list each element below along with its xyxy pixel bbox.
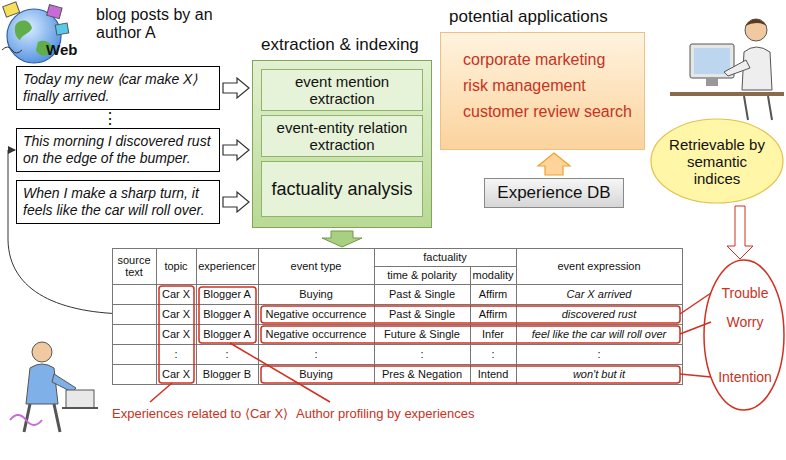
- table-cell: Car X arrived: [517, 285, 681, 303]
- table-cell: source text: [113, 249, 155, 283]
- table-cell: modality: [471, 267, 515, 283]
- table-cell: discovered rust: [517, 305, 681, 323]
- table-cell: time & polarity: [375, 267, 469, 283]
- table-cell: Intend: [471, 365, 515, 383]
- block-arrow: [538, 153, 570, 175]
- table-cell: Car X: [157, 305, 195, 323]
- label: Experiences related to ⟨Car X⟩: [112, 404, 312, 422]
- table-cell: Car X: [157, 325, 195, 343]
- blog-post-box: When I make a sharp turn, it feels like …: [16, 180, 220, 224]
- node-text: event mention extraction: [268, 73, 416, 107]
- table-cell: event type: [259, 249, 373, 283]
- process-box: factuality analysis: [261, 161, 423, 217]
- table-cell: factuality: [375, 249, 515, 265]
- label: Web: [46, 40, 90, 60]
- label: ⋮: [100, 109, 120, 129]
- table-cell: :: [375, 345, 469, 363]
- person-at-computer: [670, 19, 784, 120]
- down-arrow: [727, 206, 753, 259]
- table-cell: Car X: [157, 365, 195, 383]
- table-cell: Negative occurrence: [259, 325, 373, 343]
- table-cell: feel like the car will roll over: [517, 325, 681, 343]
- label: Author profiling by experiences: [296, 404, 526, 422]
- table-cell: won't but it: [517, 365, 681, 383]
- node-text: event-entity relation extraction: [268, 119, 416, 153]
- table-cell: Car X: [157, 285, 195, 303]
- label: Worry: [712, 313, 778, 331]
- table-cell: topic: [157, 249, 195, 283]
- table-cell: :: [259, 345, 373, 363]
- application-box: potential applicationscorporate marketin…: [440, 32, 645, 150]
- highlight-outline: [150, 286, 711, 402]
- node-text: corporate marketing: [463, 47, 632, 73]
- table-cell: Past & Single: [375, 305, 469, 323]
- table-grid: [112, 248, 683, 385]
- process-box: event-entity relation extraction: [261, 115, 423, 157]
- node-text: When I make a sharp turn, it feels like …: [23, 185, 213, 219]
- block-arrow: [223, 140, 249, 160]
- database-box: Experience DB: [484, 178, 624, 208]
- heading: potential applications: [449, 7, 608, 27]
- node-text: Experience DB: [497, 183, 610, 203]
- process-panel: extraction & indexingevent mention extra…: [252, 60, 432, 228]
- red-ellipse: [704, 260, 784, 410]
- person-icon: [10, 342, 98, 432]
- block-arrow: [223, 192, 249, 212]
- table-cell: :: [197, 345, 257, 363]
- blog-post-box: Today my new ⟨car make X⟩ finally arrive…: [16, 66, 220, 110]
- table-cell: Buying: [259, 285, 373, 303]
- table-cell: Past & Single: [375, 285, 469, 303]
- node-text: Today my new ⟨car make X⟩ finally arrive…: [23, 71, 213, 105]
- label: Intention: [712, 368, 778, 386]
- label: Trouble: [712, 284, 778, 302]
- table-cell: Affirm: [471, 305, 515, 323]
- node-text: factuality analysis: [271, 179, 412, 199]
- table-cell: Blogger A: [197, 285, 257, 303]
- table-cell: Affirm: [471, 285, 515, 303]
- blog-post-box: This morning I discovered rust on the ed…: [16, 128, 220, 172]
- table-cell: Blogger B: [197, 365, 257, 383]
- table-cell: experiencer: [197, 249, 257, 283]
- heading: extraction & indexing: [261, 35, 419, 55]
- table-cell: :: [157, 345, 195, 363]
- ellipse-node: Retrievable by semantic indices: [650, 118, 784, 204]
- down-arrow: [322, 231, 362, 247]
- table-cell: :: [471, 345, 515, 363]
- table-cell: Infer: [471, 325, 515, 343]
- node-text: risk management: [463, 73, 632, 99]
- node-text: This morning I discovered rust on the ed…: [23, 133, 213, 167]
- label: blog posts by an author A: [96, 4, 226, 44]
- block-arrow: [223, 78, 249, 98]
- table-cell: Blogger A: [197, 305, 257, 323]
- table-cell: Buying: [259, 365, 373, 383]
- table-cell: Blogger A: [197, 325, 257, 343]
- node-text: customer review search: [463, 99, 632, 125]
- node-text: Retrievable by semantic indices: [668, 136, 766, 187]
- process-box: event mention extraction: [261, 69, 423, 111]
- table-cell: Pres & Negation: [375, 365, 469, 383]
- table-cell: :: [517, 345, 681, 363]
- table-cell: Negative occurrence: [259, 305, 373, 323]
- table-cell: event expression: [517, 249, 681, 283]
- table-cell: Future & Single: [375, 325, 469, 343]
